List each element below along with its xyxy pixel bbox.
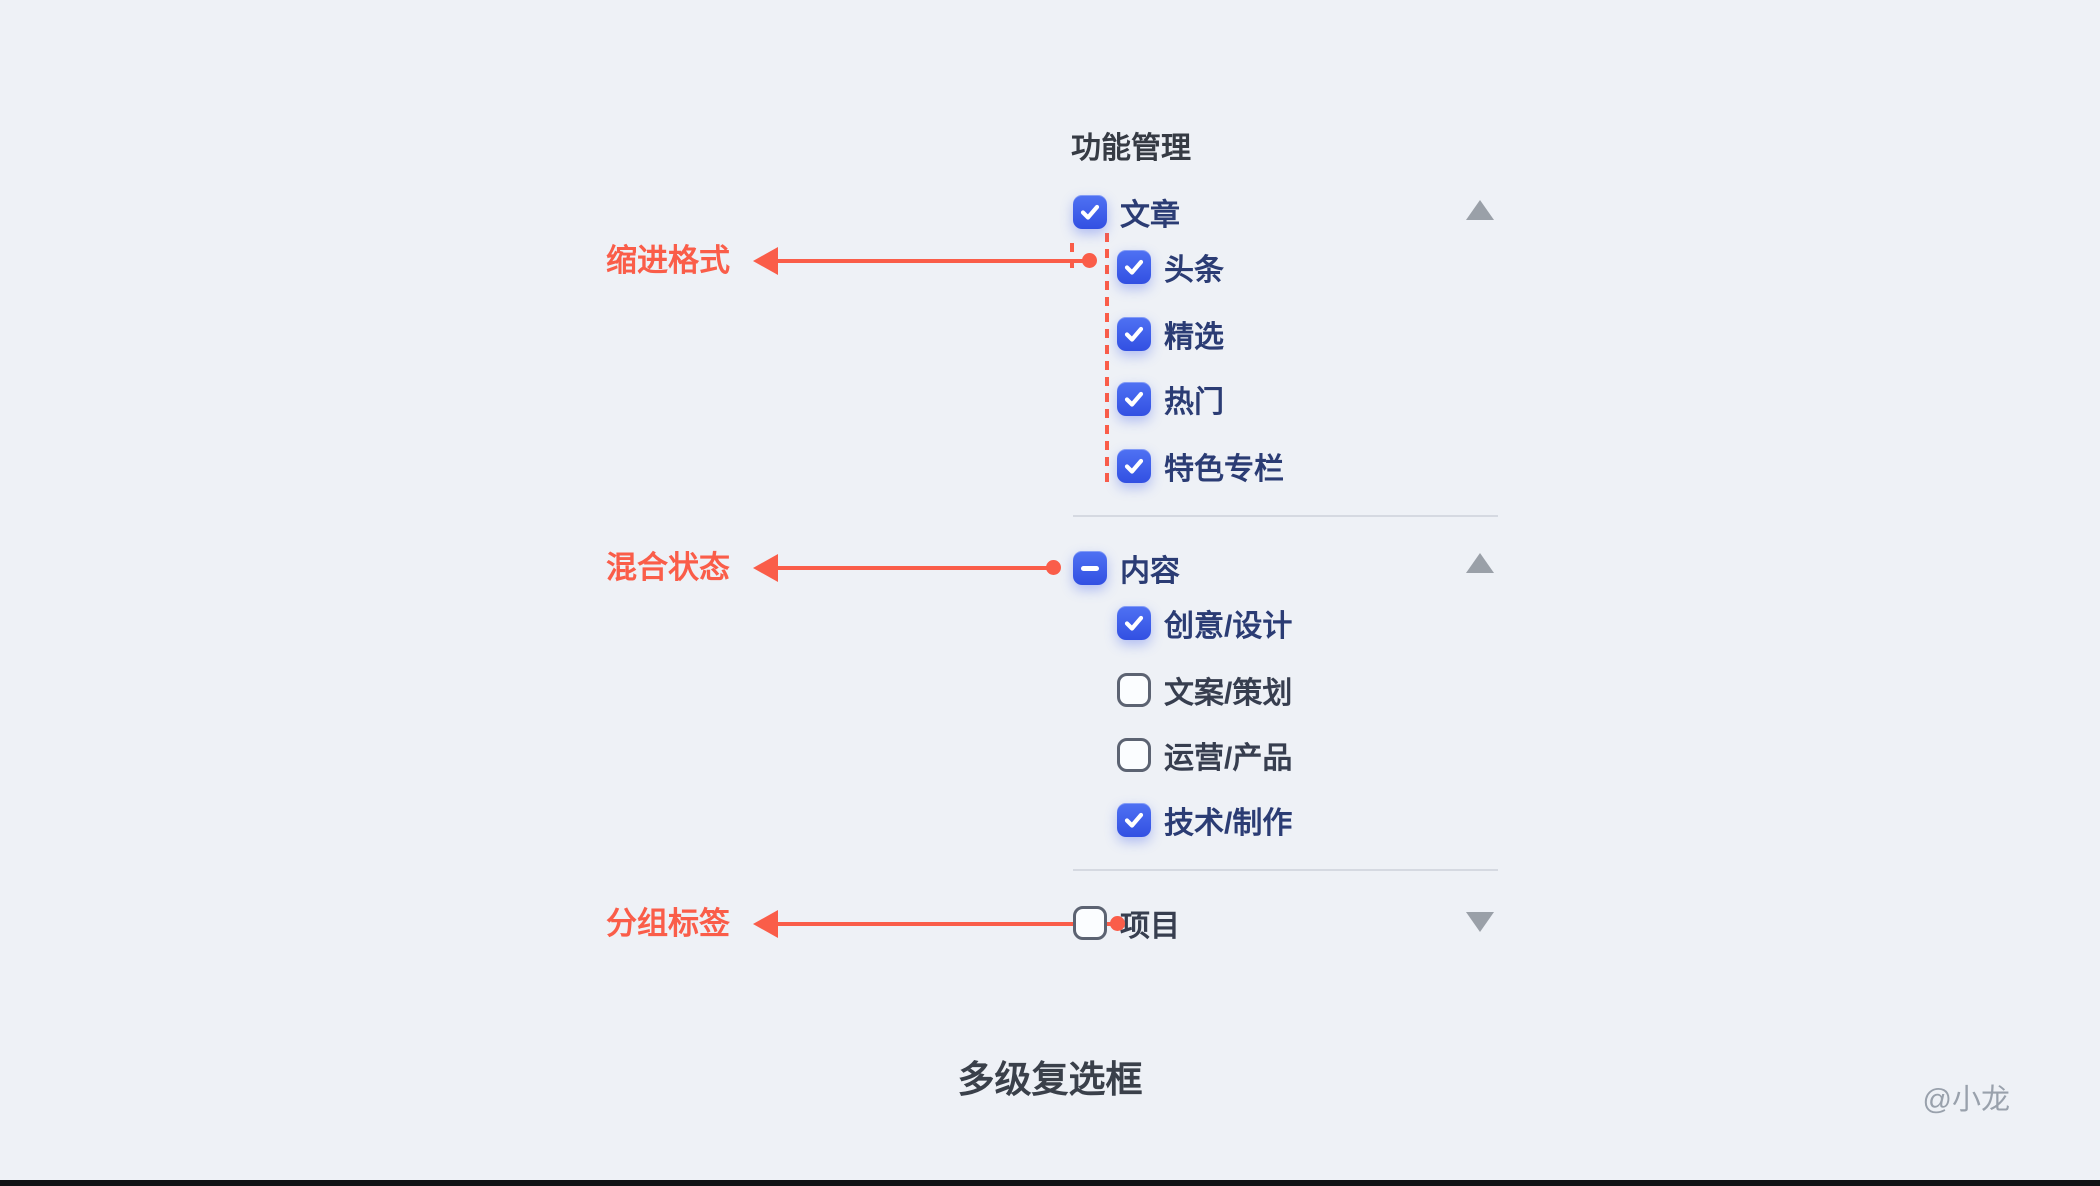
checkbox-label[interactable]: 运营/产品 [1164,742,1293,775]
checkbox-checked[interactable] [1117,250,1151,284]
check-icon [1124,458,1144,474]
bottom-edge-bar [0,1180,2100,1186]
annotation-dot [1046,560,1061,575]
annotation-line [778,922,1112,926]
checkbox-checked[interactable] [1117,606,1151,640]
checkbox-label[interactable]: 文案/策划 [1164,677,1293,710]
checkbox-checked[interactable] [1117,317,1151,351]
tree-row: 创意/设计 [1117,606,1292,643]
checkbox-unchecked[interactable] [1073,906,1107,940]
checkbox-label[interactable]: 精选 [1164,321,1224,354]
checkbox-label[interactable]: 头条 [1164,254,1224,287]
annotation-dot [1082,253,1097,268]
triangle-up-icon[interactable] [1466,553,1494,573]
check-icon [1124,391,1144,407]
check-icon [1124,259,1144,275]
section-divider [1073,515,1498,517]
tree-row: 内容 [1073,551,1180,588]
checkbox-unchecked[interactable] [1117,738,1151,772]
checkbox-label[interactable]: 项目 [1120,910,1180,943]
annotation-dot [1110,916,1125,931]
annotation-line [778,566,1048,570]
indent-guide-dashed-line [1105,233,1109,482]
arrow-left-icon [753,910,778,938]
indent-guide-dashed-line [1070,243,1074,274]
checkbox-label[interactable]: 技术/制作 [1164,807,1293,840]
check-icon [1124,615,1144,631]
checkbox-label[interactable]: 创意/设计 [1164,610,1293,643]
checkbox-unchecked[interactable] [1117,673,1151,707]
checkbox-label[interactable]: 特色专栏 [1164,453,1284,486]
arrow-left-icon [753,554,778,582]
image-caption: 多级复选框 [957,1059,1143,1100]
check-icon [1080,204,1100,220]
tree-row: 特色专栏 [1117,449,1284,486]
tree-row: 文案/策划 [1117,673,1292,710]
checkbox-checked[interactable] [1117,449,1151,483]
panel-title: 功能管理 [1071,132,1191,165]
watermark: @小龙 [1922,1084,2010,1116]
checkbox-indeterminate[interactable] [1073,551,1107,585]
annotation-label-mixed-state: 混合状态 [606,550,730,585]
tree-row: 头条 [1117,250,1224,287]
annotation-line [778,259,1085,263]
check-icon [1124,812,1144,828]
checkbox-label[interactable]: 热门 [1164,386,1224,419]
tree-row: 运营/产品 [1117,738,1292,775]
section-divider [1073,869,1498,871]
tree-row: 技术/制作 [1117,803,1292,840]
tree-row: 精选 [1117,317,1224,354]
checkbox-label[interactable]: 内容 [1120,555,1180,588]
triangle-down-icon[interactable] [1466,912,1494,932]
checkbox-checked[interactable] [1117,803,1151,837]
annotation-label-indent: 缩进格式 [606,243,730,278]
triangle-up-icon[interactable] [1466,200,1494,220]
tree-row: 文章 [1073,195,1180,232]
annotation-label-group: 分组标签 [606,906,730,941]
tree-row: 热门 [1117,382,1224,419]
indeterminate-bar-icon [1081,565,1099,571]
checkbox-label[interactable]: 文章 [1120,199,1180,232]
checkbox-checked[interactable] [1117,382,1151,416]
check-icon [1124,326,1144,342]
tree-row: 项目 [1073,906,1180,943]
arrow-left-icon [753,247,778,275]
checkbox-checked[interactable] [1073,195,1107,229]
